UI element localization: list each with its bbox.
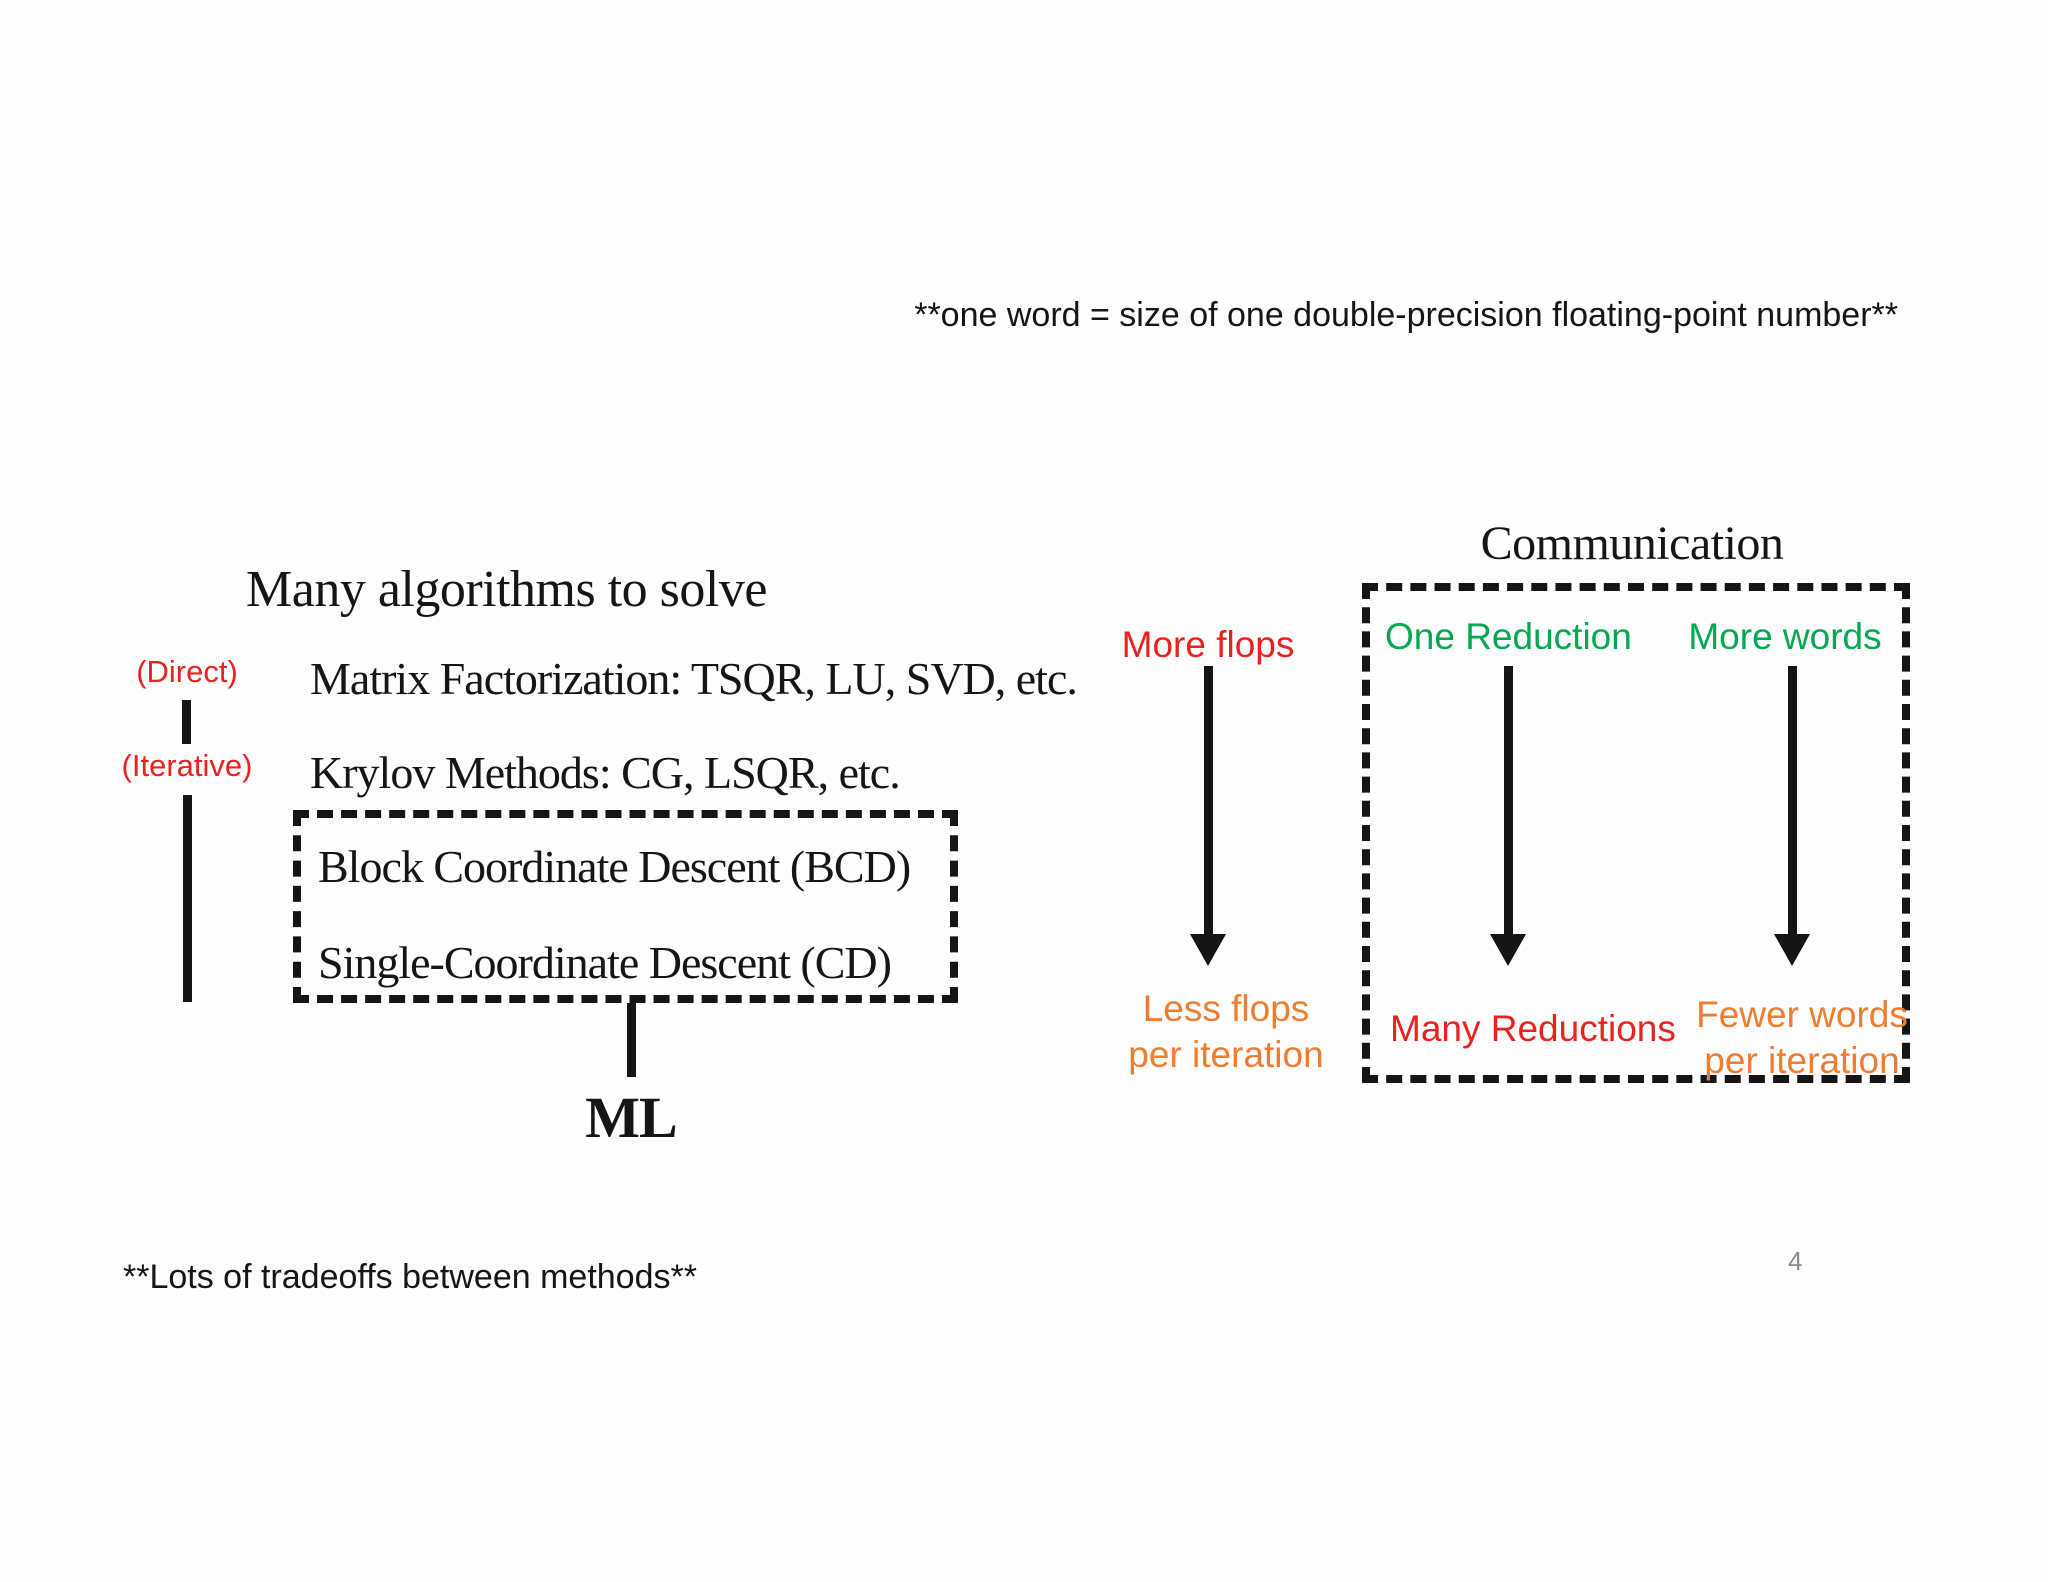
arrow-head <box>1774 934 1810 966</box>
less-flops-line1: Less flops <box>1142 988 1310 1029</box>
page-number: 4 <box>1788 1246 1803 1276</box>
algorithm-item-block-coordinate-descent: Block Coordinate Descent (BCD) <box>318 841 911 892</box>
coordinate-descent-group-box <box>293 810 958 1003</box>
fewer-words-line2: per iteration <box>1704 1040 1900 1082</box>
one-reduction-label: One Reduction <box>1385 616 1632 657</box>
fewer-words-line1: Fewer words <box>1696 994 1908 1035</box>
communication-box <box>1362 583 1910 1083</box>
direct-iterative-connector-line <box>182 700 191 744</box>
page-title: Many algorithms to solve <box>246 561 767 618</box>
iterative-label: (Iterative) <box>121 748 253 783</box>
arrow-shaft <box>1503 666 1513 934</box>
ml-label: ML <box>585 1085 677 1150</box>
many-reductions-label: Many Reductions <box>1390 1008 1676 1049</box>
more-flops-label: More flops <box>1121 624 1295 665</box>
arrow-shaft <box>1787 666 1797 934</box>
algorithm-item-krylov-methods: Krylov Methods: CG, LSQR, etc. <box>310 747 901 798</box>
arrow-head <box>1190 934 1226 966</box>
less-flops-line2: per iteration <box>1128 1034 1324 1076</box>
communication-title: Communication <box>1480 517 1784 570</box>
algorithm-item-single-coordinate-descent: Single-Coordinate Descent (CD) <box>318 937 892 988</box>
ml-connector-line <box>627 1003 636 1077</box>
iterative-methods-connector-line <box>183 795 192 1002</box>
arrow-shaft <box>1203 666 1213 934</box>
flops-down-arrow-icon <box>1190 666 1226 966</box>
reductions-down-arrow-icon <box>1490 666 1526 966</box>
fewer-words-label: Fewer words per iteration <box>1692 992 1912 1085</box>
more-words-label: More words <box>1688 616 1882 657</box>
direct-label: (Direct) <box>136 654 238 689</box>
algorithm-item-matrix-factorization: Matrix Factorization: TSQR, LU, SVD, etc… <box>310 653 1078 704</box>
top-footnote: **one word = size of one double-precisio… <box>914 296 1898 334</box>
words-down-arrow-icon <box>1774 666 1810 966</box>
bottom-footnote: **Lots of tradeoffs between methods** <box>123 1258 697 1296</box>
arrow-head <box>1490 934 1526 966</box>
less-flops-label: Less flops per iteration <box>1116 986 1336 1079</box>
